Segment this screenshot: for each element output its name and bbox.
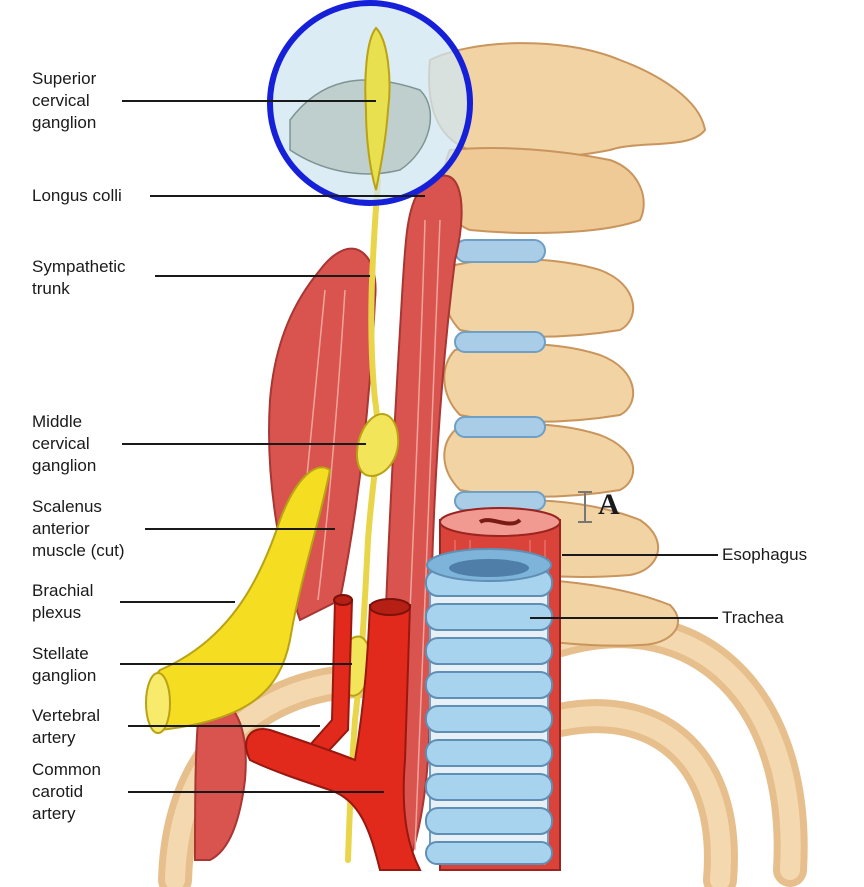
highlight-circle	[267, 0, 473, 206]
disc	[454, 331, 546, 353]
label-esophagus: Esophagus	[722, 545, 808, 564]
label-scalenus-anterior: Scalenus anterior muscle (cut)	[32, 497, 125, 560]
label-stellate-ganglion: Stellate ganglion	[32, 644, 97, 685]
label-common-carotid-artery: Common carotid artery	[32, 760, 101, 823]
marker-ibeam	[578, 491, 592, 523]
arteries	[245, 594, 422, 871]
trachea-shape	[425, 548, 553, 865]
sympathetic-trunk	[345, 177, 381, 863]
label-sympathetic-trunk: Sympathetic trunk	[32, 257, 126, 298]
label-longus-colli: Longus colli	[32, 186, 122, 205]
middle-cervical-ganglion-shape	[355, 413, 400, 477]
disc	[454, 416, 546, 438]
leader-lines	[120, 100, 718, 793]
label-middle-cervical-ganglion: Middle cervical ganglion	[32, 412, 97, 475]
superior-cervical-ganglion-shape	[364, 26, 391, 191]
marker-letter: A	[598, 488, 620, 521]
label-vertebral-artery: Vertebral artery	[32, 706, 101, 747]
label-trachea: Trachea	[722, 608, 784, 627]
vertebra-c3	[443, 258, 634, 338]
label-superior-cervical-ganglion: Superior cervical ganglion	[32, 69, 97, 132]
disc	[454, 239, 546, 263]
vertebra-c4	[443, 342, 634, 423]
label-brachial-plexus: Brachial plexus	[32, 581, 94, 622]
axis-vertebra	[443, 147, 645, 234]
lower-muscle-fragment	[193, 697, 247, 861]
common-carotid-artery-shape	[245, 604, 422, 871]
